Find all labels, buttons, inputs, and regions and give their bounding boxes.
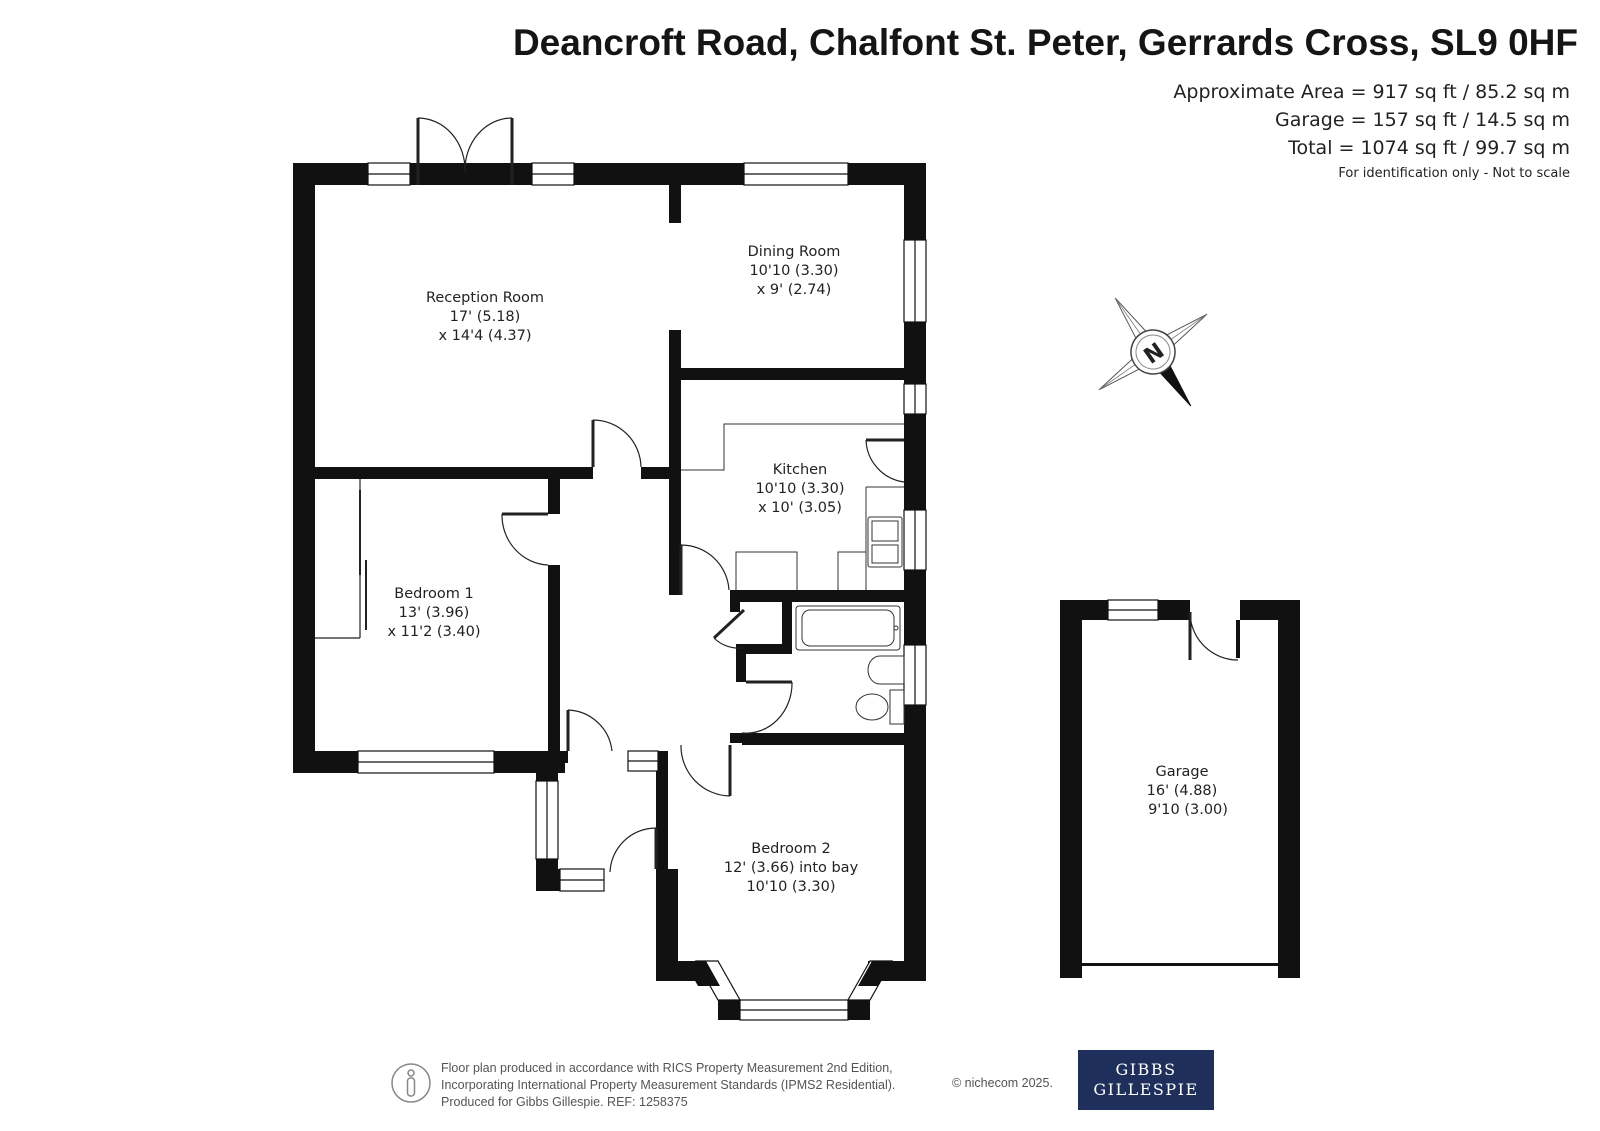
- room-bedroom1-name: Bedroom 1: [394, 586, 473, 602]
- gibbs-gillespie-logo: GIBBS GILLESPIE: [1078, 1050, 1214, 1110]
- footer-text: Floor plan produced in accordance with R…: [441, 1060, 895, 1111]
- room-reception-name: Reception Room: [426, 290, 544, 306]
- bathroom-fittings: [795, 605, 905, 725]
- room-dining-dim2: x 9' (2.74): [757, 282, 832, 298]
- copyright: © nichecom 2025.: [952, 1076, 1053, 1090]
- room-bedroom2-name: Bedroom 2: [751, 841, 830, 857]
- compass-icon: [1098, 297, 1208, 407]
- logo-line-2: GILLESPIE: [1093, 1080, 1199, 1099]
- room-kitchen-dim1: 10'10 (3.30): [755, 481, 844, 497]
- approximate-area: Approximate Area = 917 sq ft / 85.2 sq m: [1173, 81, 1570, 103]
- footer-line-2: Incorporating International Property Mea…: [441, 1078, 896, 1092]
- room-bedroom2-dim1: 12' (3.66) into bay: [724, 860, 859, 876]
- doors: [315, 117, 905, 873]
- room-garage: Garage 16' (4.88) 9'10 (3.00): [1147, 764, 1228, 818]
- kitchen-fittings: [681, 423, 904, 590]
- area-summary: Approximate Area = 917 sq ft / 85.2 sq m…: [1173, 78, 1570, 186]
- room-garage-dim1: 16' (4.88): [1147, 783, 1218, 799]
- room-bedroom1-dim2: x 11'2 (3.40): [387, 624, 480, 640]
- room-garage-name: Garage: [1155, 764, 1208, 780]
- footer-line-1: Floor plan produced in accordance with R…: [441, 1061, 893, 1075]
- page-title: Deancroft Road, Chalfont St. Peter, Gerr…: [512, 22, 1578, 63]
- person-icon: [391, 1063, 431, 1103]
- internal-walls: [315, 185, 904, 763]
- garage-area: Garage = 157 sq ft / 14.5 sq m: [1274, 109, 1570, 131]
- total-area: Total = 1074 sq ft / 99.7 sq m: [1288, 137, 1570, 159]
- logo-line-1: GIBBS: [1115, 1060, 1177, 1079]
- room-dining: Dining Room 10'10 (3.30) x 9' (2.74): [748, 244, 841, 298]
- room-dining-dim1: 10'10 (3.30): [749, 263, 838, 279]
- room-bedroom1-dim1: 13' (3.96): [399, 605, 470, 621]
- room-kitchen-dim2: x 10' (3.05): [758, 500, 842, 516]
- scale-note: For identification only - Not to scale: [1338, 166, 1570, 181]
- footer-line-3: Produced for Gibbs Gillespie. REF: 12583…: [441, 1095, 688, 1109]
- bay-walls: [684, 961, 892, 986]
- room-reception-dim1: 17' (5.18): [450, 309, 521, 325]
- room-bedroom2: Bedroom 2 12' (3.66) into bay 10'10 (3.3…: [724, 841, 859, 895]
- room-reception: Reception Room 17' (5.18) x 14'4 (4.37): [426, 290, 544, 344]
- room-reception-dim2: x 14'4 (4.37): [438, 328, 531, 344]
- room-bedroom1: Bedroom 1 13' (3.96) x 11'2 (3.40): [387, 586, 480, 640]
- room-bedroom2-dim2: 10'10 (3.30): [746, 879, 835, 895]
- garage: [1060, 599, 1300, 978]
- room-garage-dim2: 9'10 (3.00): [1148, 802, 1228, 818]
- room-dining-name: Dining Room: [748, 244, 841, 260]
- room-kitchen-name: Kitchen: [773, 462, 828, 478]
- room-kitchen: Kitchen 10'10 (3.30) x 10' (3.05): [755, 462, 844, 516]
